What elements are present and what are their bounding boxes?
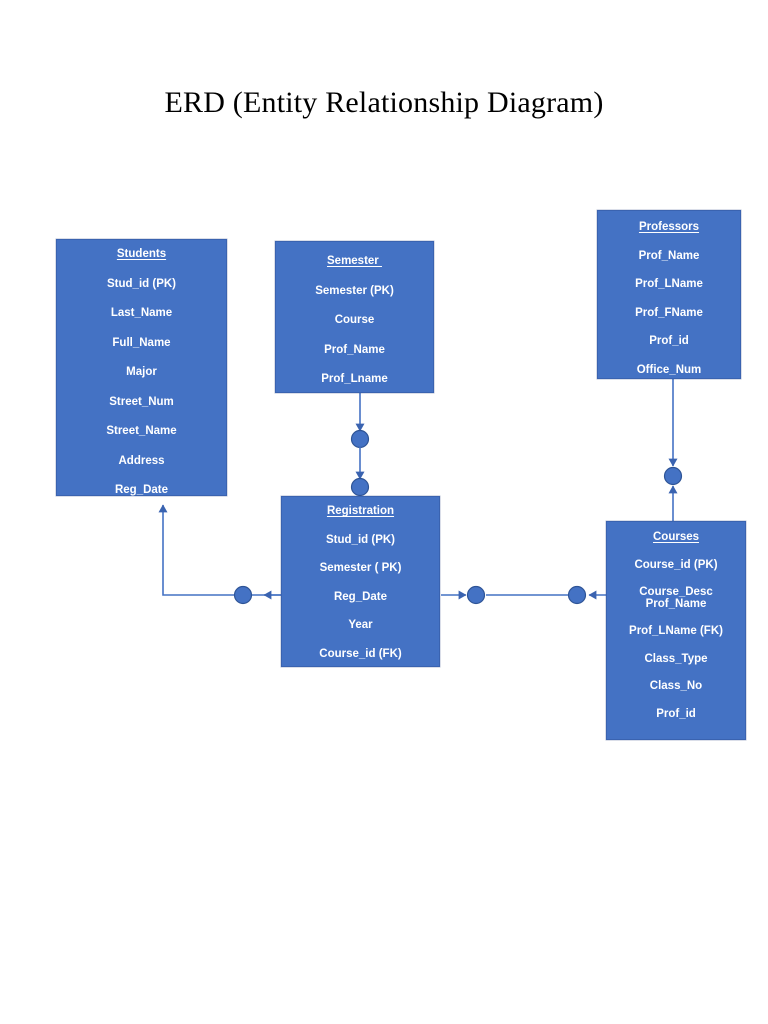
attribute-course-id: Course_id (PK) <box>634 558 718 571</box>
entity-students[interactable]: Students Stud_id (PK) Last_Name Full_Nam… <box>56 239 227 496</box>
relationship-node <box>350 429 370 449</box>
attribute-prof-fname: Prof_FName <box>635 306 703 319</box>
attribute-street-name: Street_Name <box>106 425 177 437</box>
connector-registration-students <box>158 504 281 605</box>
relationship-node <box>350 477 370 497</box>
entity-registration[interactable]: Registration Stud_id (PK) Semester ( PK)… <box>281 496 440 667</box>
attribute-stud-id: Stud_id (PK) <box>107 277 176 290</box>
entity-professors[interactable]: Professors Prof_Name Prof_LName Prof_FNa… <box>597 210 741 379</box>
attribute-prof-lname-fk: Prof_LName (FK) <box>629 625 723 637</box>
entity-semester[interactable]: Semester Semester (PK) Course Prof_Name … <box>275 241 434 393</box>
relationship-node <box>663 466 683 486</box>
connector-professors-courses <box>663 379 683 521</box>
attribute-last-name: Last_Name <box>110 307 173 319</box>
entity-title-semester: Semester <box>327 255 382 267</box>
entity-title-professors: Professors <box>638 221 700 233</box>
attribute-year: Year <box>348 619 373 631</box>
relationship-node <box>567 585 587 605</box>
page-title: ERD (Entity Relationship Diagram) <box>164 86 604 119</box>
attribute-full-name: Full_Name <box>112 336 171 349</box>
attribute-semester-pk: Semester ( PK) <box>319 562 402 574</box>
entity-title-courses: Courses <box>652 531 700 543</box>
attribute-street-num: Street_Num <box>109 395 174 408</box>
attribute-prof-name: Prof_Name <box>638 249 700 262</box>
relationship-node <box>466 585 486 605</box>
entity-title-students: Students <box>116 248 167 260</box>
attribute-class-type: Class_Type <box>644 652 708 665</box>
attribute-stud-id: Stud_id (PK) <box>326 533 395 546</box>
attribute-reg-date: Reg_Date <box>333 590 388 603</box>
attribute-prof-lname: Prof_LName <box>635 278 703 290</box>
attribute-address: Address <box>118 454 165 467</box>
relationship-node <box>233 585 253 605</box>
attribute-prof-name: Prof_Name <box>645 597 707 610</box>
attribute-course: Course <box>334 314 375 326</box>
connector-semester-registration <box>350 393 370 497</box>
attribute-prof-id: Prof_id <box>656 707 696 720</box>
attribute-office-num: Office_Num <box>636 363 702 376</box>
entity-title-registration: Registration <box>326 505 395 517</box>
attribute-prof-id: Prof_id <box>649 335 689 347</box>
attribute-semester-pk: Semester (PK) <box>315 284 394 297</box>
attribute-course-id-fk: Course_id (FK) <box>319 647 402 660</box>
entity-courses[interactable]: Courses Course_id (PK) Course_Desc Prof_… <box>606 521 746 740</box>
connector-registration-courses <box>441 585 606 605</box>
attribute-reg-date: Reg_Date <box>114 484 169 496</box>
attribute-course-desc: Course_Desc <box>639 586 713 598</box>
attribute-major: Major <box>126 366 157 378</box>
attribute-prof-name: Prof_Name <box>324 343 385 356</box>
attribute-class-no: Class_No <box>649 680 703 692</box>
attribute-prof-lname: Prof_Lname <box>321 373 388 385</box>
